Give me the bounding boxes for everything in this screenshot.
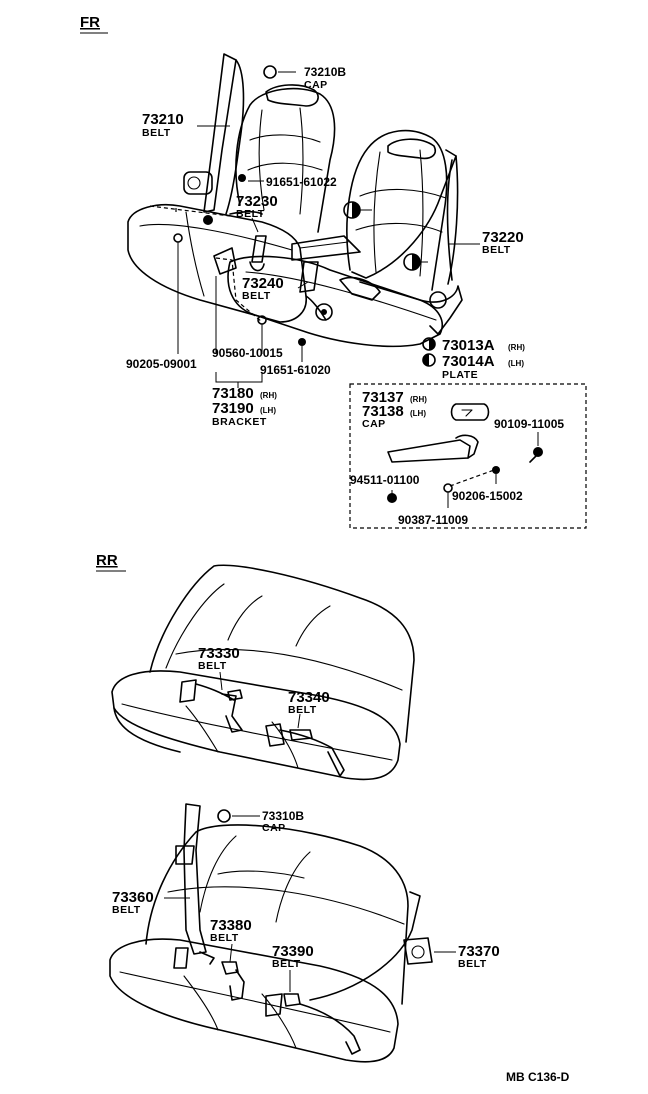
svg-text:PLATE: PLATE: [442, 369, 478, 381]
svg-text:(RH): (RH): [260, 391, 277, 400]
svg-text:73390: 73390: [272, 943, 314, 960]
rear-seat-lower-illustration: [109, 803, 433, 1063]
label-90560-10015: 90560-10015: [212, 346, 283, 360]
label-plate: 73013A (RH) 73014A (LH) PLATE: [422, 337, 525, 381]
label-bracket: 73180 (RH) 73190 (LH) BRACKET: [212, 385, 277, 428]
drawing-code: MB C136-D: [506, 1070, 570, 1084]
label-73210b: 73210B CAP: [304, 65, 346, 91]
svg-text:BRACKET: BRACKET: [212, 416, 267, 428]
svg-text:CAP: CAP: [304, 79, 328, 91]
front-seat-illustration: [127, 53, 463, 348]
label-73330: 73330 BELT: [198, 645, 240, 672]
label-73240: 73240 BELT: [242, 275, 284, 302]
svg-text:(LH): (LH): [410, 409, 426, 418]
label-73370: 73370 BELT: [458, 943, 500, 970]
svg-text:73210B: 73210B: [304, 65, 346, 79]
label-73220: 73220 BELT: [482, 229, 524, 256]
svg-text:BELT: BELT: [210, 932, 239, 944]
svg-text:BELT: BELT: [112, 904, 141, 916]
label-91651-61022: 91651-61022: [266, 175, 337, 189]
svg-text:73230: 73230: [236, 193, 278, 210]
label-73230: 73230 BELT: [236, 193, 278, 220]
label-90109-11005: 90109-11005: [494, 417, 564, 431]
svg-text:73137: 73137: [362, 389, 404, 406]
label-90387-11009: 90387-11009: [398, 513, 468, 527]
svg-text:73360: 73360: [112, 889, 154, 906]
svg-text:73370: 73370: [458, 943, 500, 960]
svg-text:73180: 73180: [212, 385, 254, 402]
svg-text:91651-61020: 91651-61020: [260, 363, 331, 377]
svg-text:73220: 73220: [482, 229, 524, 246]
svg-text:BELT: BELT: [458, 958, 487, 970]
label-73390: 73390 BELT: [272, 943, 314, 970]
rear-lower-leader-lines: [164, 815, 456, 992]
label-73210: 73210 BELT: [142, 111, 184, 139]
svg-text:73013A: 73013A: [442, 337, 495, 354]
svg-text:(LH): (LH): [260, 406, 276, 415]
svg-text:91651-61022: 91651-61022: [266, 175, 337, 189]
svg-text:73014A: 73014A: [442, 353, 495, 370]
svg-text:BELT: BELT: [198, 660, 227, 672]
inset-detail-box: [349, 383, 587, 529]
svg-text:BELT: BELT: [142, 127, 171, 139]
front-leader-lines: [149, 71, 480, 388]
svg-text:BELT: BELT: [272, 958, 301, 970]
label-90206-15002: 90206-15002: [452, 489, 523, 503]
svg-text:73330: 73330: [198, 645, 240, 662]
label-inset-cap: 73137 (RH) 73138 (LH) CAP: [362, 389, 427, 430]
section-heading-rear: RR: [96, 552, 118, 569]
svg-text:73210: 73210: [142, 111, 184, 128]
section-heading-front: FR: [80, 14, 100, 31]
rear-upper-leader-lines: [219, 671, 301, 729]
svg-text:(LH): (LH): [508, 359, 524, 368]
svg-text:CAP: CAP: [262, 822, 286, 834]
svg-text:73380: 73380: [210, 917, 252, 934]
svg-text:73340: 73340: [288, 689, 330, 706]
svg-text:90560-10015: 90560-10015: [212, 346, 283, 360]
label-73310b: 73310B CAP: [262, 809, 304, 834]
label-73360: 73360 BELT: [112, 889, 154, 916]
label-73380: 73380 BELT: [210, 917, 252, 944]
label-73340: 73340 BELT: [288, 689, 330, 716]
inset-rail-part: [387, 439, 471, 463]
svg-text:73138: 73138: [362, 403, 404, 420]
svg-text:(RH): (RH): [508, 343, 525, 352]
inset-cap-part: [450, 403, 490, 421]
svg-text:BELT: BELT: [288, 704, 317, 716]
svg-text:(RH): (RH): [410, 395, 427, 404]
svg-text:73190: 73190: [212, 400, 254, 417]
label-90205-09001: 90205-09001: [126, 357, 197, 371]
svg-text:90205-09001: 90205-09001: [126, 357, 197, 371]
label-94511-01100: 94511-01100: [350, 473, 420, 487]
svg-text:73240: 73240: [242, 275, 284, 292]
label-91651-61020: 91651-61020: [260, 363, 331, 377]
svg-text:CAP: CAP: [362, 418, 386, 430]
svg-text:BELT: BELT: [482, 244, 511, 256]
rear-seat-upper-illustration: [111, 564, 415, 781]
svg-text:BELT: BELT: [242, 290, 271, 302]
svg-text:BELT: BELT: [236, 208, 265, 220]
svg-text:73310B: 73310B: [262, 809, 304, 823]
